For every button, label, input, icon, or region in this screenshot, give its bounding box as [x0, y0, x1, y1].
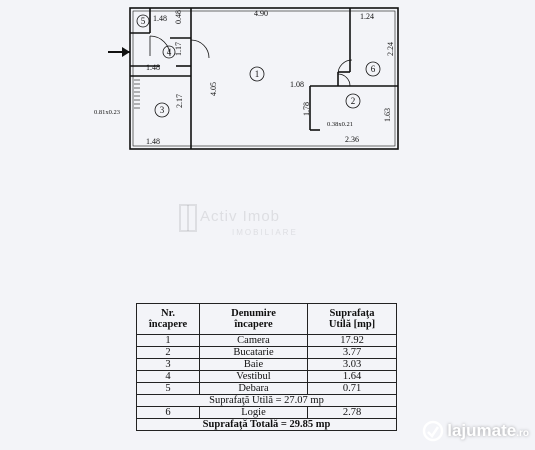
cell-nr: 2 [136, 346, 200, 359]
dim-vestibul-bottom: 1.48 [146, 63, 160, 72]
useful-total-row: Suprafaţă Utilă = 27.07 mp [136, 394, 397, 407]
floor-plan: 1 2 3 4 5 6 4.90 1.24 1.48 0.48 1.17 1.4… [94, 7, 399, 150]
room-5-marker [136, 14, 150, 28]
plan-walls [129, 7, 399, 150]
door-arcs [149, 35, 353, 87]
dim-top-right: 1.24 [360, 12, 374, 21]
bath-hatch [134, 79, 140, 109]
room-6-marker [365, 61, 381, 77]
dim-window-kitchen: 0.38x0.21 [327, 121, 353, 128]
dim-bath-bottom: 1.48 [146, 137, 160, 146]
cell-nr: 1 [136, 334, 200, 347]
dim-bath-height: 2.17 [175, 94, 184, 108]
room-3-marker [154, 102, 170, 118]
cell-name: Vestibul [199, 370, 308, 383]
cell-name: Camera [199, 334, 308, 347]
table-row: 6 Logie 2.78 [136, 406, 397, 419]
dim-kitchen-left: 1.78 [302, 102, 311, 116]
table-row: 5 Debara 0.71 [136, 382, 397, 395]
table-row: 4 Vestibul 1.64 [136, 370, 397, 383]
grand-total-row: Suprafaţă Totală = 29.85 mp [136, 418, 397, 431]
cell-nr: 4 [136, 370, 200, 383]
cell-area: 2.78 [307, 406, 397, 419]
cell-nr: 6 [136, 406, 200, 419]
room-number-1: 1 [255, 69, 260, 79]
table-row: 3 Baie 3.03 [136, 358, 397, 371]
cell-name: Baie [199, 358, 308, 371]
room-1-marker [249, 66, 265, 82]
cell-name: Bucatarie [199, 346, 308, 359]
site-watermark: lajumate.ro [422, 420, 529, 442]
dim-top-left: 1.48 [153, 14, 167, 23]
cell-area: 0.71 [307, 382, 397, 395]
cell-nr: 5 [136, 382, 200, 395]
dim-window-bath: 0.81x0.23 [94, 109, 120, 116]
cell-name: Logie [199, 406, 308, 419]
grand-total: Suprafaţă Totală = 29.85 mp [136, 418, 397, 431]
outer-wall-inner [132, 10, 396, 147]
area-table-container: Nr. încapere Denumire încapere Suprafaţa… [136, 303, 397, 450]
agency-logo-watermark-icon [179, 204, 197, 232]
room-number-6: 6 [371, 64, 376, 74]
room-4-marker [162, 45, 176, 59]
agency-watermark-sub: IMOBILIARE [232, 228, 298, 237]
dim-kitchen-bottom: 2.36 [345, 135, 359, 144]
header-area: Suprafaţa Utilă [mp] [307, 303, 397, 335]
table-row: 1 Camera 17.92 [136, 334, 397, 347]
outer-wall [129, 7, 399, 150]
room-number-2: 2 [351, 96, 356, 106]
room-markers [136, 14, 381, 118]
cell-nr: 3 [136, 358, 200, 371]
cell-area: 3.77 [307, 346, 397, 359]
room-number-4: 4 [167, 47, 172, 57]
cell-area: 1.64 [307, 370, 397, 383]
cell-area: 3.03 [307, 358, 397, 371]
brand-name: lajumate [447, 421, 517, 440]
brand-domain: .ro [516, 427, 529, 439]
useful-total: Suprafaţă Utilă = 27.07 mp [136, 394, 397, 407]
dim-hall-width: 1.08 [290, 80, 304, 89]
dim-top-width: 4.90 [254, 9, 268, 18]
dim-debara-height: 2.24 [386, 42, 395, 56]
area-table: Nr. încapere Denumire încapere Suprafaţa… [136, 303, 397, 431]
entrance-arrow-icon [108, 47, 130, 57]
header-nr: Nr. încapere [136, 303, 200, 335]
cell-name: Debara [199, 382, 308, 395]
dim-vestibul-small: 0.48 [174, 10, 183, 24]
header-name: Denumire încapere [199, 303, 308, 335]
table-header-row: Nr. încapere Denumire încapere Suprafaţa… [136, 303, 397, 335]
dim-room1-height: 4.05 [209, 82, 218, 96]
room-number-3: 3 [160, 105, 165, 115]
cell-area: 17.92 [307, 334, 397, 347]
dim-kitchen-right: 1.63 [383, 108, 392, 122]
agency-watermark: Activ Imob [200, 208, 281, 225]
table-row: 2 Bucatarie 3.77 [136, 346, 397, 359]
room-number-5: 5 [141, 16, 146, 26]
lajumate-logo-icon [422, 420, 444, 442]
room-2-marker [345, 93, 361, 109]
dim-vestibul-height: 1.17 [174, 42, 183, 56]
